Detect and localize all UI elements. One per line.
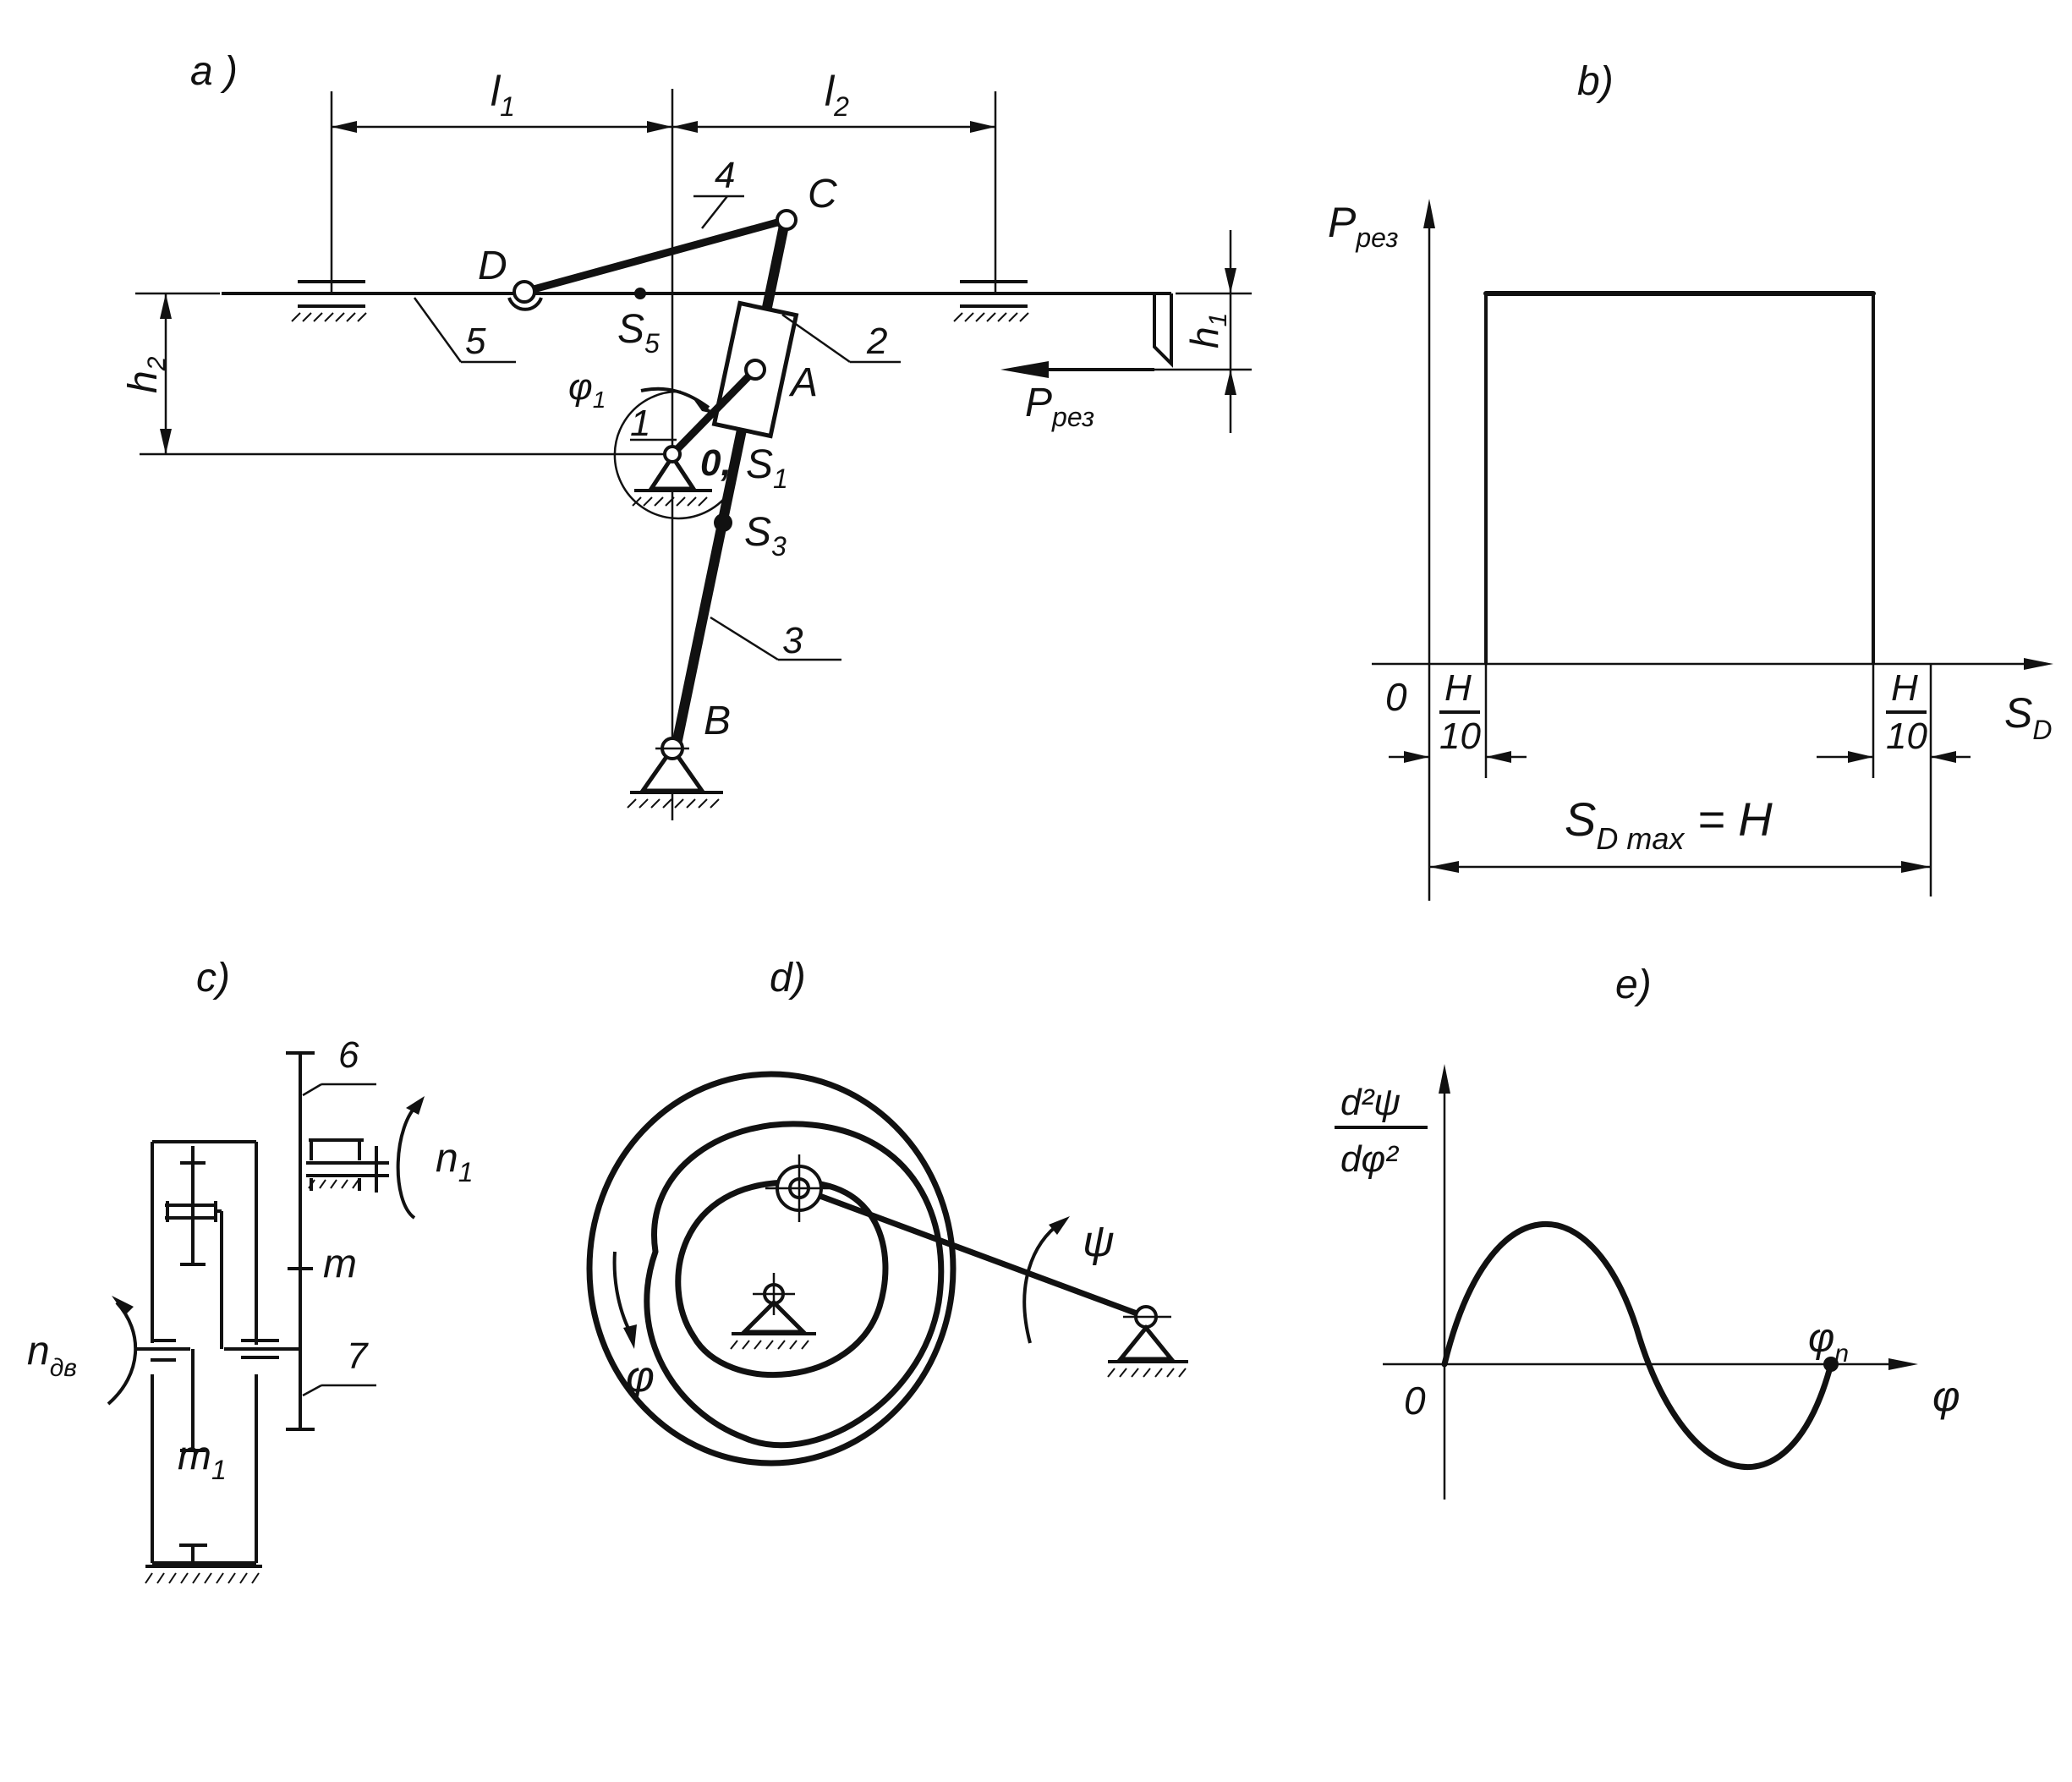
joint-c: [776, 209, 798, 231]
gear-6-label: 6: [338, 1034, 359, 1076]
phi1-arrowhead: [693, 399, 717, 414]
link-1-number: 1: [630, 403, 650, 444]
follower-pivot-support: [1107, 1305, 1188, 1378]
motor-rotation-arrow: [107, 1296, 138, 1406]
dim-h1-label: h1: [1182, 313, 1232, 348]
psi-label: ψ: [1083, 1217, 1115, 1266]
panel-b-force-diagram: b) 0 Pрез: [1328, 59, 2053, 901]
panel-e-acceleration-plot: e) d²ψ dφ² 0 φ φn: [1335, 962, 1960, 1500]
svg-text:10: 10: [1886, 716, 1927, 757]
panel-a-mechanism: a ) l1 l2 h2: [121, 49, 1252, 820]
dim-l2-label: l2: [825, 68, 849, 122]
panel-c-gear-train: c) n1: [27, 956, 474, 1584]
module-m1-label: m1: [178, 1434, 227, 1485]
svg-text:H: H: [1891, 667, 1918, 709]
cam-inner-groove: [675, 1179, 889, 1378]
phi1-arc: [613, 390, 732, 520]
svg-text:d²ψ: d²ψ: [1340, 1082, 1401, 1123]
dim-l1-label: l1: [491, 68, 515, 122]
panel-d-label: d): [770, 956, 806, 1001]
link-3-number: 3: [782, 620, 803, 661]
e-x-arrowhead: [1888, 1358, 1918, 1370]
ground-support-o: [632, 445, 712, 507]
e-end-point: [1823, 1357, 1839, 1372]
b-fraction-right: H 10: [1886, 667, 1927, 757]
point-s3: [714, 513, 732, 532]
dimension-h2: h2: [121, 292, 220, 454]
b-fraction-left: H 10: [1439, 667, 1481, 757]
b-total-stroke-dim: [1429, 861, 1931, 873]
dimension-l1-l2: l1 l2: [330, 68, 997, 292]
cutting-force-arrow: Pрез: [1000, 361, 1154, 432]
s3-label: S3: [744, 510, 787, 562]
n-motor-label: nдв: [27, 1329, 77, 1382]
output-bearing-n1: [306, 1096, 425, 1220]
ground-support-b: [627, 737, 723, 809]
guide-right: [953, 280, 1029, 322]
s5-label: S5: [617, 307, 660, 359]
b-h10-right-dim: [1817, 751, 1971, 763]
link-4-number: 4: [715, 155, 735, 196]
cam-middle-groove: [644, 1121, 945, 1449]
gear-7-label: 7: [347, 1335, 369, 1377]
link-number-leaders: [413, 195, 901, 661]
phi-rotation-arrow: [612, 1251, 637, 1349]
b-origin-label: 0: [1385, 675, 1407, 719]
cam-centre-support: [730, 1273, 816, 1350]
svg-text:dφ²: dφ²: [1340, 1138, 1399, 1180]
phi1-label: φ1: [568, 366, 606, 413]
guide-left: [291, 280, 367, 322]
dim-h2-label: h2: [121, 356, 171, 393]
panel-c-label: c): [196, 956, 230, 1001]
svg-text:10: 10: [1439, 716, 1481, 757]
dimension-h1: h1: [1133, 230, 1252, 433]
point-s5: [634, 288, 646, 299]
cam-outer-groove: [586, 1071, 957, 1467]
phi1-arrow-line: [640, 387, 710, 409]
joint-d: [513, 280, 536, 304]
b-y-label: Pрез: [1328, 199, 1398, 253]
e-y-label: d²ψ dφ²: [1335, 1082, 1428, 1180]
e-y-arrowhead: [1439, 1064, 1450, 1094]
b-y-arrowhead: [1423, 199, 1435, 228]
svg-text:H: H: [1444, 667, 1472, 709]
point-d-label: D: [478, 244, 507, 288]
cam-phi-label: φ: [626, 1352, 655, 1401]
psi-rotation-arrow: [1022, 1216, 1070, 1344]
e-origin-label: 0: [1404, 1379, 1426, 1423]
joint-d-saddle: [507, 297, 543, 311]
panel-b-label: b): [1577, 59, 1614, 104]
n1-label: n1: [436, 1136, 474, 1187]
e-acceleration-curve: [1441, 1220, 1834, 1471]
point-c-label: C: [808, 172, 837, 217]
b-force-rectangle: [1484, 292, 1875, 664]
panel-d-cam: d): [586, 956, 1188, 1467]
b-x-arrowhead: [2024, 658, 2053, 670]
link-1-crank: [668, 365, 759, 458]
b-h10-left-dim: [1389, 751, 1527, 763]
link-4-rod: [520, 216, 791, 296]
point-b-label: B: [704, 699, 731, 743]
panel-a-label: a ): [190, 49, 238, 94]
planetary-carrier: [135, 1140, 300, 1584]
b-stroke-label: SD max = H: [1565, 792, 1773, 856]
point-a-label: A: [788, 360, 818, 405]
force-label: Pрез: [1025, 381, 1094, 432]
cutting-tool: [1153, 293, 1173, 368]
e-end-point-label: φn: [1808, 1316, 1849, 1368]
module-m-label: m: [323, 1242, 357, 1286]
follower-arm: [796, 1185, 1149, 1320]
b-x-label: SD: [2004, 689, 2052, 745]
link-5-number: 5: [465, 321, 486, 362]
s1-label: S1: [746, 442, 788, 494]
link-2-number: 2: [866, 321, 887, 362]
joint-a: [744, 359, 766, 381]
point-o-label: 0,: [700, 442, 732, 484]
panel-e-label: e): [1615, 962, 1652, 1007]
e-x-label: φ: [1932, 1373, 1960, 1420]
